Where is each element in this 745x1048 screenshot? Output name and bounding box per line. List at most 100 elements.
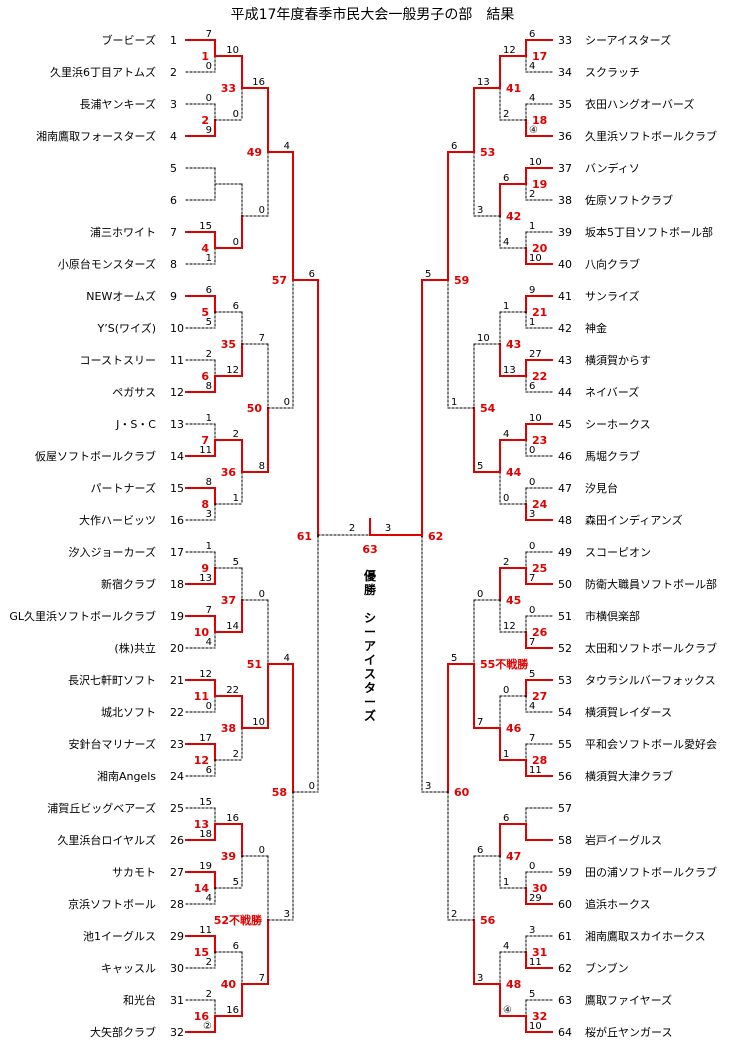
team-name: 仮屋ソフトボールクラブ [35,449,156,463]
game-number: 38 [221,722,236,735]
seed-number: 17 [170,546,184,559]
game-number: 19 [532,178,547,191]
seed-number: 40 [558,258,572,271]
score: 13 [199,573,212,584]
seed-number: 6 [170,194,177,207]
team-name: パートナーズ [91,481,156,495]
score: 16 [226,813,239,824]
score: 0 [284,397,290,408]
score: 6 [233,301,239,312]
score: 6 [233,941,239,952]
game-number: 22 [532,370,547,383]
score: 7 [477,717,483,728]
score: 5 [529,989,535,1000]
seed-number: 28 [170,898,184,911]
team-name: 湘南鷹取スカイホークス [585,929,706,943]
seed-number: 35 [558,98,572,111]
champion-char: シ [364,611,376,625]
score: 6 [206,765,212,776]
score: 5 [233,877,239,888]
score: 0 [503,685,509,696]
seed-number: 16 [170,514,184,527]
seed-number: 58 [558,834,572,847]
team-name: バンディソ [585,161,640,175]
seed-number: 50 [558,578,572,591]
game-number: 2 [201,114,209,127]
score: 11 [529,957,542,968]
team-name: 池1イーグルス [83,929,156,943]
score: 0 [206,61,212,72]
seed-number: 3 [170,98,177,111]
seed-number: 9 [170,290,177,303]
game-number: 33 [221,82,236,95]
score: 0 [233,237,239,248]
score: 3 [529,925,535,936]
seed-number: 61 [558,930,572,943]
seed-number: 46 [558,450,572,463]
champion-char: 優 [363,568,377,583]
team-name: 久里浜6丁目アトムズ [50,65,156,79]
score: 8 [206,477,212,488]
score: 6 [503,813,509,824]
score: 9 [206,125,212,136]
score: 7 [206,29,212,40]
score: 0 [529,605,535,616]
game-number: 61 [297,530,312,543]
score: 4 [529,93,535,104]
score: 4 [284,141,290,152]
score: 0 [259,205,265,216]
score: 4 [503,429,509,440]
team-name: NEWオームズ [86,289,156,303]
score: 18 [199,829,212,840]
score: 11 [199,925,212,936]
score: 7 [206,605,212,616]
score: 0 [529,541,535,552]
score: 6 [206,285,212,296]
seed-number: 41 [558,290,572,303]
game-number: 35 [221,338,236,351]
seed-number: 49 [558,546,572,559]
game-number: 62 [428,530,443,543]
team-name: 安針台マリナーズ [69,737,156,751]
score: ④ [503,1005,512,1016]
score: 4 [503,237,509,248]
score: 22 [226,685,239,696]
team-name: キャッスル [101,962,156,975]
seed-number: 52 [558,642,572,655]
score: 0 [529,477,535,488]
seed-number: 51 [558,610,572,623]
score: 5 [425,269,431,280]
team-name: スクラッチ [585,66,640,79]
seed-number: 25 [170,802,184,815]
seed-number: 62 [558,962,572,975]
seed-number: 56 [558,770,572,783]
seed-number: 42 [558,322,572,335]
champion-char: イ [364,653,376,667]
score: 6 [529,381,535,392]
team-name: 馬堀クラブ [585,449,640,463]
score: 2 [233,749,239,760]
seed-number: 29 [170,930,184,943]
team-name: コーストスリー [80,354,156,367]
seed-number: 4 [170,130,177,143]
seed-number: 22 [170,706,184,719]
game-number: 48 [506,978,521,991]
team-name: 鷹取ファイヤーズ [585,993,672,1007]
score: 1 [233,493,239,504]
seed-number: 10 [170,322,184,335]
score: 0 [259,845,265,856]
score: 4 [206,893,212,904]
team-name: 湘南鷹取フォースターズ [36,129,156,143]
team-name: 長沢七軒町ソフト [68,673,156,687]
game-number: 11 [194,690,209,703]
score: 6 [309,269,315,280]
score: 0 [259,589,265,600]
seed-number: 1 [170,34,177,47]
seed-number: 11 [170,354,184,367]
seed-number: 43 [558,354,572,367]
seed-number: 34 [558,66,572,79]
score: 5 [206,317,212,328]
game-number: 10 [194,626,210,639]
team-name: 衣田ハングオーバーズ [585,97,694,111]
score: 5 [477,461,483,472]
